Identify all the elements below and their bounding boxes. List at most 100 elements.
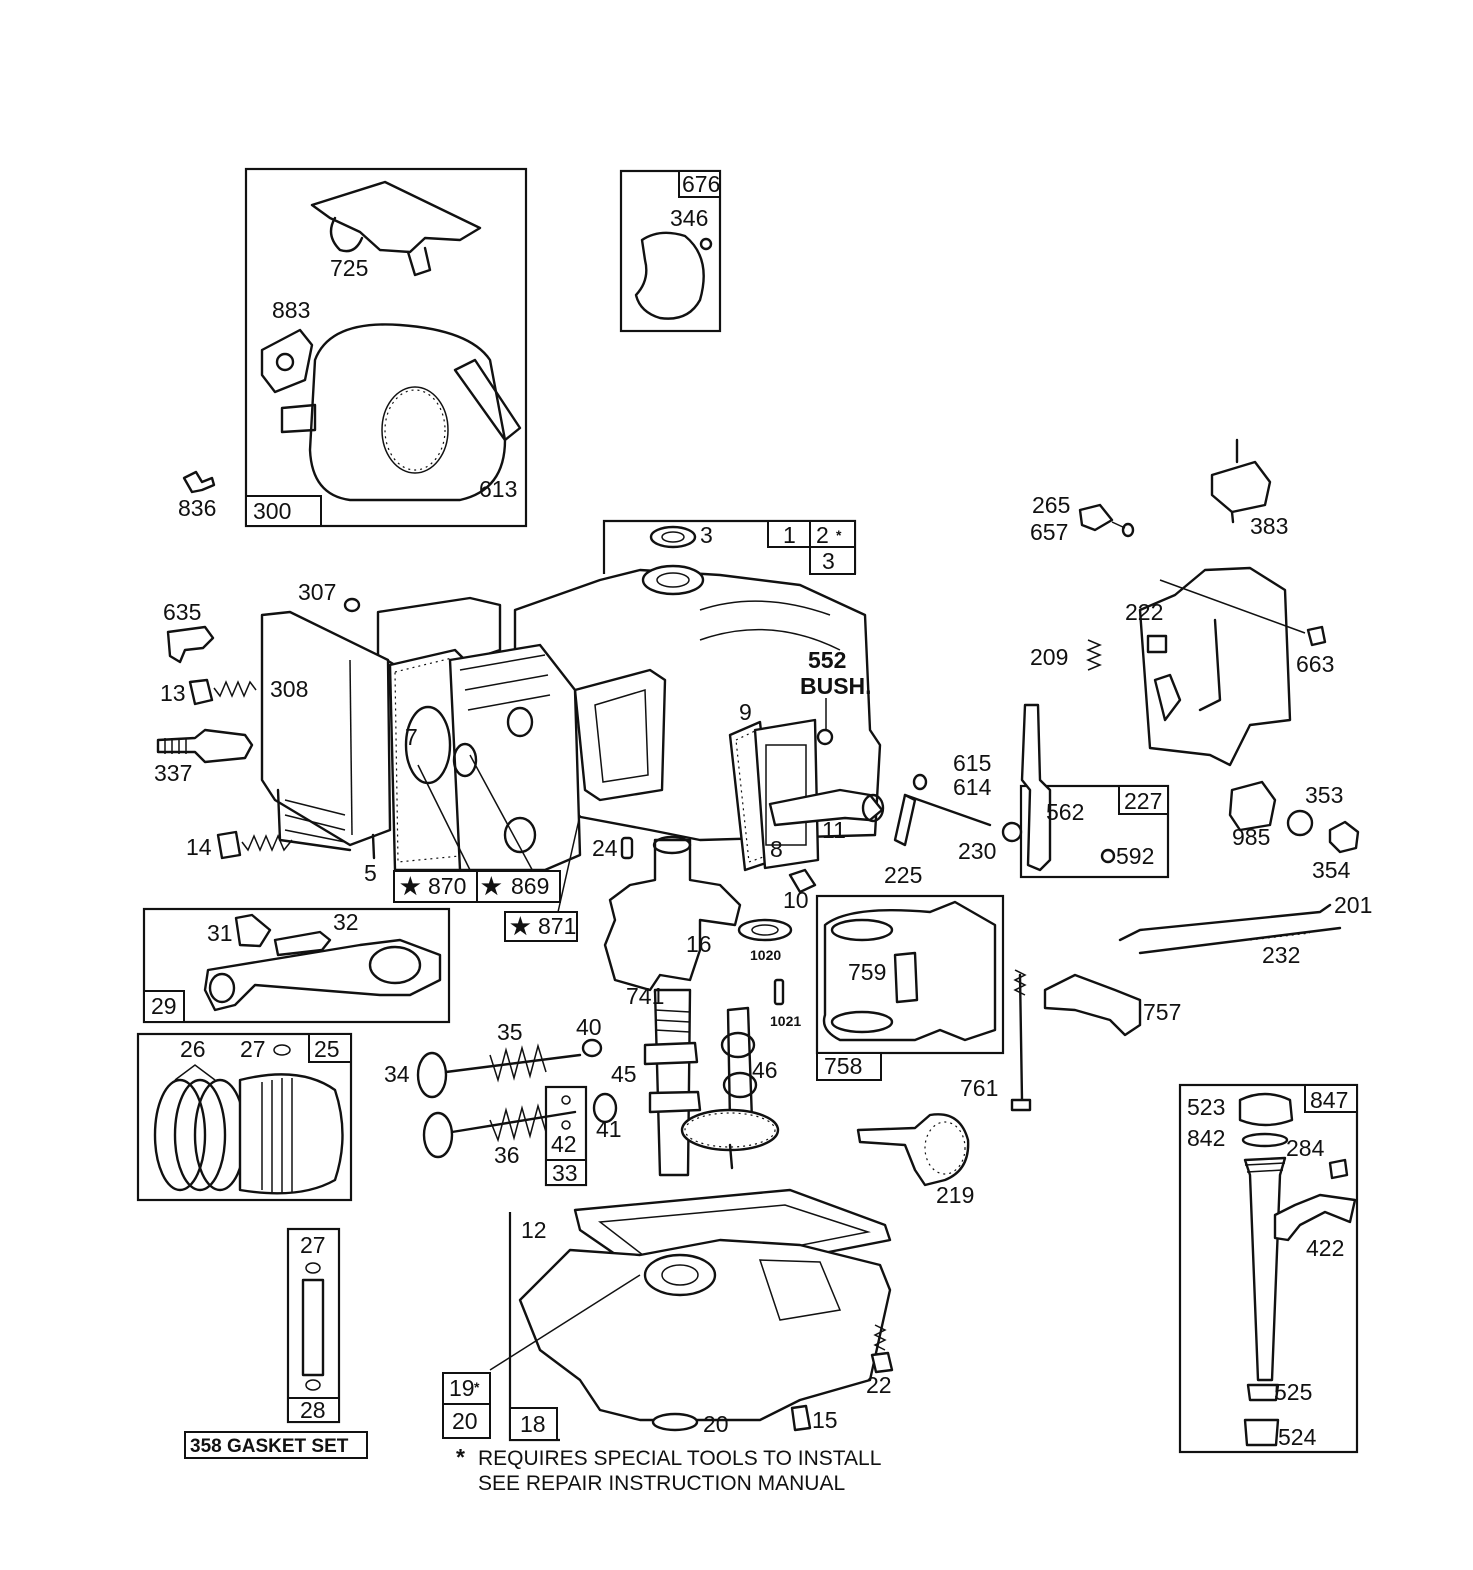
- spring-14-shape: [241, 834, 293, 852]
- part-number-308: 308: [270, 676, 308, 702]
- part-number-870: 870: [428, 873, 466, 899]
- gasket-set-group: 28 27 358 GASKET SET: [184, 1227, 368, 1459]
- connecting-rod-big-end: [368, 945, 422, 985]
- cylinder-head-port-2: [506, 706, 534, 738]
- part-number-7: 7: [405, 724, 418, 750]
- label-box-25: [308, 1033, 352, 1063]
- piston-ring-3: [193, 1078, 247, 1192]
- cylinder-port-inner: [594, 689, 649, 783]
- bolt-32-shape: [273, 930, 332, 957]
- breather-cover-shape: [753, 718, 820, 870]
- part-number-15: 15: [812, 1407, 838, 1433]
- part-number-657: 657: [1030, 519, 1068, 545]
- breather-tube-end: [861, 793, 885, 823]
- part-number-18: 18: [520, 1411, 546, 1437]
- label-box-29: [143, 990, 185, 1023]
- part-number-219: 219: [936, 1182, 974, 1208]
- part-number-552: 552: [808, 647, 846, 673]
- part-number-42: 42: [551, 1131, 577, 1157]
- part-number-741: 741: [626, 983, 664, 1009]
- throttle-link-group: 201 232: [1118, 892, 1372, 968]
- air-guide-308-edge: [349, 659, 353, 836]
- special-tool-mark-2: *: [836, 527, 842, 543]
- part-number-28: 28: [300, 1397, 326, 1423]
- part-number-757: 757: [1143, 999, 1181, 1025]
- governor-lever-757-shape: [1043, 973, 1142, 1037]
- screw-307-shape: [343, 597, 361, 613]
- label-box-33: [545, 1159, 587, 1186]
- piston-grooves: [261, 1078, 293, 1193]
- governor-shaft-759-shape: [893, 951, 919, 1004]
- lever-group-frame: [1019, 784, 1170, 879]
- part-number-836: 836: [178, 495, 216, 521]
- control-plate-lever: [1153, 673, 1182, 722]
- seal-20-shape: [651, 1412, 699, 1432]
- clamp-265-shape: [1078, 503, 1114, 532]
- nut-354-shape: [1328, 820, 1360, 854]
- seal-3-shape: [649, 525, 697, 549]
- label-box-676: [678, 170, 721, 198]
- clip-615-shape: [912, 773, 928, 791]
- part-number-592: 592: [1116, 843, 1154, 869]
- part-number-284: 284: [1286, 1135, 1325, 1161]
- link-225-shape: [893, 793, 917, 847]
- part-number-45: 45: [611, 1061, 637, 1087]
- washer-230-shape: [1001, 821, 1023, 843]
- part-number-2: 2: [816, 522, 829, 548]
- part-number-33: 33: [552, 1160, 578, 1186]
- bracket-422-shape: [1273, 1193, 1357, 1242]
- part-number-201: 201: [1334, 892, 1372, 918]
- plug-15-shape: [790, 1404, 812, 1432]
- part-number-22: 22: [866, 1372, 892, 1398]
- cylinder-head-port-3: [503, 816, 537, 854]
- label-box-300: [245, 495, 322, 527]
- part-number-562: 562: [1046, 799, 1084, 825]
- part-number-337: 337: [154, 760, 192, 786]
- link-201-shape: [1118, 903, 1332, 942]
- part-number-422: 422: [1306, 1235, 1344, 1261]
- part-number-29: 29: [151, 993, 177, 1019]
- spring-22-shape: [873, 1324, 887, 1351]
- part-number-230: 230: [958, 838, 996, 864]
- leader-871: [557, 814, 581, 913]
- part-number-663: 663: [1296, 651, 1334, 677]
- cylinder-head-group: 307 306 308 7 ★ 870 ★ 869 ★ 871 5: [154, 579, 582, 942]
- piston-frame: [136, 1032, 353, 1202]
- gasket-set-label: 358 GASKET SET: [190, 1436, 349, 1457]
- bolt-761-head: [1010, 1098, 1032, 1112]
- control-plate-link: [1198, 618, 1222, 712]
- valve-34-head: [416, 1051, 448, 1099]
- label-box-2: [809, 520, 856, 548]
- cylinder-rib-2: [699, 628, 841, 651]
- piston-group: 25 26 27: [136, 1032, 353, 1202]
- governor-frame: [815, 894, 1005, 1055]
- part-number-20: 20: [452, 1408, 478, 1434]
- spring-13-shape: [213, 680, 257, 698]
- part-number-869: 869: [511, 873, 549, 899]
- guide-41-shape: [592, 1092, 618, 1124]
- bolt-761-shaft: [1018, 973, 1024, 1102]
- cylinder-head-fins: [459, 654, 551, 711]
- valve-group: 35 40 34 36 41 33 42 45 46: [384, 1006, 780, 1187]
- dipstick-frame: [1178, 1083, 1359, 1454]
- seal-3-hole: [661, 531, 685, 543]
- valve-36-head: [422, 1111, 454, 1159]
- cylinder-head-shape: [448, 643, 582, 872]
- part-number-265: 265: [1032, 492, 1070, 518]
- leader-26: [174, 1064, 216, 1081]
- breather-group: 9 11 8 10 24: [592, 699, 885, 913]
- crankshaft-shape: [603, 838, 742, 992]
- screw-10-shape: [788, 868, 817, 894]
- part-number-227: 227: [1124, 788, 1162, 814]
- muffler-body-shape: [308, 323, 507, 502]
- part-number-842: 842: [1187, 1125, 1225, 1151]
- oring-525-shape: [1246, 1383, 1280, 1402]
- tappet-45-a: [643, 1041, 699, 1066]
- camshaft-46-shape: [726, 1006, 754, 1124]
- piston-pin-shape: [301, 1278, 325, 1377]
- part-number-523: 523: [1187, 1094, 1225, 1120]
- part-number-13: 13: [160, 680, 186, 706]
- connecting-rod-shape: [203, 938, 442, 1012]
- part-number-525: 525: [1274, 1379, 1312, 1405]
- muffler-screen-rim: [381, 386, 449, 474]
